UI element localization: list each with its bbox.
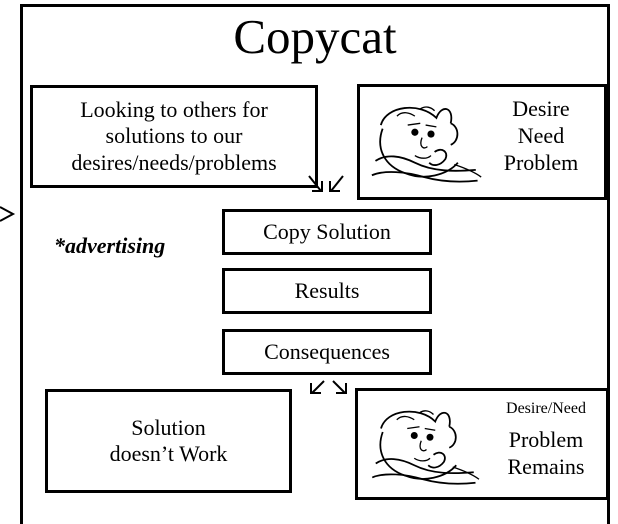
copy-solution-box: Copy Solution (222, 209, 432, 255)
left-side-arrow-icon (0, 206, 16, 222)
desire-need-small-label: Desire/Need (506, 400, 586, 417)
consequences-label: Consequences (264, 338, 390, 364)
copy-solution-label: Copy Solution (263, 218, 391, 244)
results-box: Results (222, 268, 432, 314)
advertising-note: *advertising (54, 233, 166, 258)
outer-frame (20, 4, 610, 524)
looking-to-others-label: Looking to others for solutions to our d… (71, 96, 277, 175)
consequences-box: Consequences (222, 329, 432, 375)
solution-doesnt-work-box: Solution doesn’t Work (45, 389, 292, 493)
diagram-title: Copycat (233, 9, 397, 64)
solution-doesnt-work-label: Solution doesn’t Work (109, 414, 228, 466)
results-label: Results (294, 277, 360, 303)
looking-to-others-box: Looking to others for solutions to our d… (30, 85, 318, 188)
thinking-person-icon-bottom (371, 410, 480, 485)
problem-remains-label: Problem Remains (507, 427, 585, 479)
thinking-person-icon (371, 106, 482, 183)
desire-need-problem-box: Desire Need Problem (357, 84, 607, 200)
problem-remains-box: Desire/Need Problem Remains (355, 388, 609, 500)
desire-need-problem-label: Desire Need Problem (503, 96, 579, 175)
